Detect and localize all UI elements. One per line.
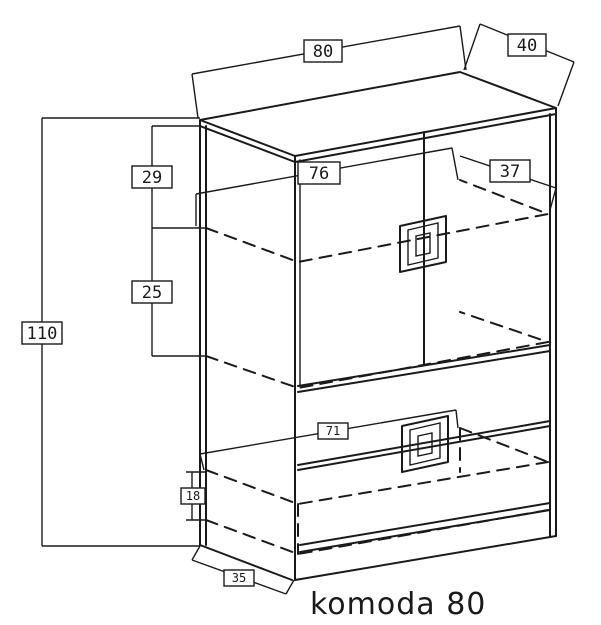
dimension-drawer-depth: 35 [191, 545, 295, 595]
width-label: 80 [313, 42, 333, 62]
dimension-upper-compartment: 29 [131, 125, 206, 229]
upper-compartment-label: 29 [142, 168, 162, 188]
dimension-width: 80 [191, 25, 467, 119]
dimension-height: 110 [21, 117, 200, 547]
middle-compartment-label: 25 [142, 283, 162, 303]
depth-label: 40 [517, 36, 537, 56]
drawer [297, 415, 551, 473]
drawer-height-label: 18 [186, 489, 200, 503]
door-handle [399, 215, 447, 273]
dimension-depth: 40 [463, 23, 575, 107]
top-panel [199, 71, 557, 157]
dimension-inner-width: 76 [195, 147, 459, 226]
inner-width-label: 76 [309, 164, 329, 184]
drawer-width-label: 71 [326, 424, 340, 438]
drawer-depth-label: 35 [232, 571, 246, 585]
dimension-inner-depth: 37 [459, 155, 557, 211]
cabinet-body [199, 71, 557, 581]
hidden-interior [205, 179, 552, 556]
dimension-drawer-width: 71 [199, 409, 459, 471]
caption: komoda 80 [310, 587, 486, 622]
dimension-middle-compartment: 25 [131, 228, 206, 357]
height-label: 110 [27, 324, 58, 344]
drawer-handle [401, 415, 449, 473]
dimension-drawer-height: 18 [180, 471, 206, 521]
inner-depth-label: 37 [500, 162, 520, 182]
